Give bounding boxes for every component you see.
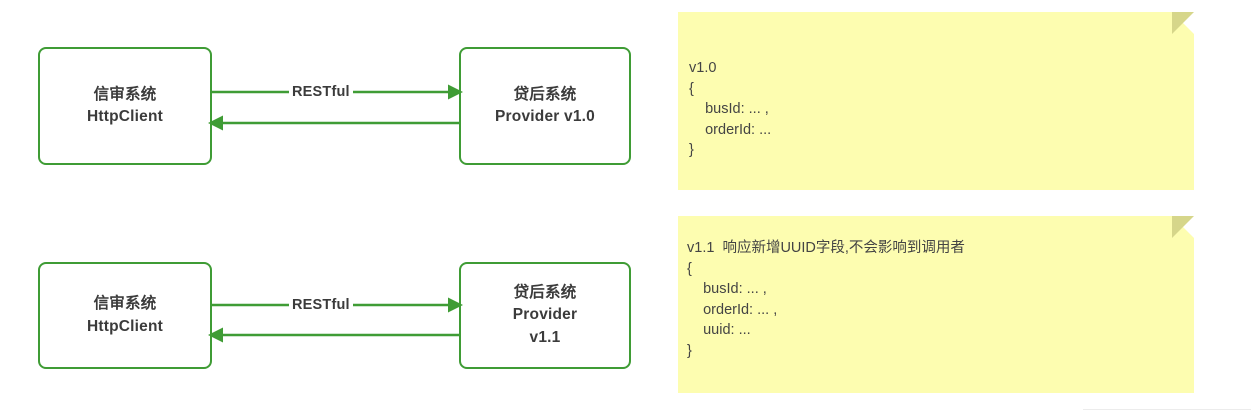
sticky-note-v11[interactable]: v1.1 响应新增UUID字段,不会影响到调用者 { busId: ... , … xyxy=(678,216,1194,393)
arrow-request-v11-head xyxy=(448,297,463,313)
node-provider-v11-line-3: v1.1 xyxy=(529,328,561,346)
sticky-note-v10-text: v1.0 { busId: ... , orderId: ... } xyxy=(689,60,772,159)
connector-label-restful-v10: RESTful xyxy=(289,85,353,100)
note-fold-corner-icon-v10 xyxy=(1172,12,1194,34)
sticky-note-v10[interactable]: v1.0 { busId: ... , orderId: ... } xyxy=(678,12,1194,190)
node-client-v11-line-1: 信审系统 xyxy=(93,295,157,313)
arrow-response-v10 xyxy=(208,115,459,131)
node-provider-v10-line-2: Provider v1.0 xyxy=(495,108,595,125)
arrow-response-v11 xyxy=(208,327,459,343)
node-provider-v11-line-2: Provider xyxy=(512,306,578,324)
node-provider-v10[interactable]: 贷后系统 Provider v1.0 xyxy=(459,47,631,165)
node-client-v11-line-2: HttpClient xyxy=(86,317,164,335)
bottom-divider xyxy=(1083,409,1251,410)
node-provider-v11-line-1: 贷后系统 xyxy=(513,283,577,301)
connector-label-restful-v11: RESTful xyxy=(289,298,353,313)
arrow-response-v10-head xyxy=(208,115,223,131)
arrow-response-v11-head xyxy=(208,327,223,343)
arrow-request-v10-head xyxy=(448,84,463,100)
note-fold-corner-icon-v11 xyxy=(1172,216,1194,238)
sticky-note-v11-text: v1.1 响应新增UUID字段,不会影响到调用者 { busId: ... , … xyxy=(687,240,965,359)
node-provider-v10-line-1: 贷后系统 xyxy=(513,85,577,103)
node-provider-v11[interactable]: 贷后系统 Provider v1.1 xyxy=(459,262,631,369)
node-client-v10-line-1: 信审系统 xyxy=(93,85,157,103)
node-client-v11[interactable]: 信审系统 HttpClient xyxy=(38,262,212,369)
node-client-v10-line-2: HttpClient xyxy=(86,108,164,125)
node-client-v10[interactable]: 信审系统 HttpClient xyxy=(38,47,212,165)
